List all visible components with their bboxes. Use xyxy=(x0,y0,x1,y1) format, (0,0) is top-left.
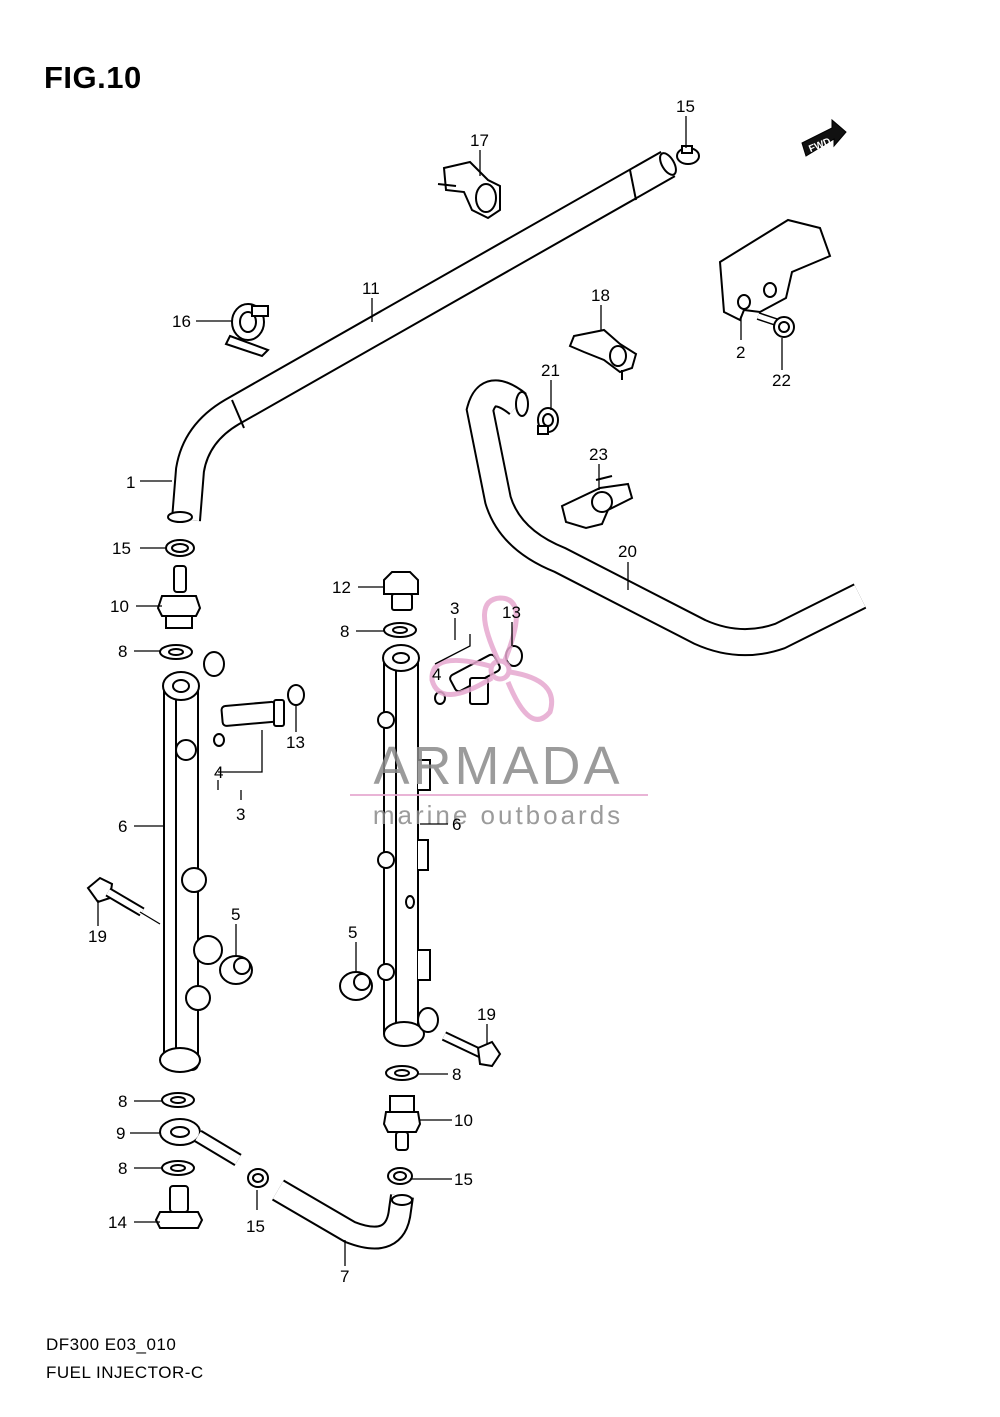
propeller-logo-icon xyxy=(429,595,554,722)
gasket-8-upper-left xyxy=(159,644,193,660)
banjo-fitting-9 xyxy=(159,1118,242,1167)
callout-10-lower: 10 xyxy=(454,1111,473,1130)
gasket-8-lower-left-1 xyxy=(161,1092,195,1108)
callout-7: 7 xyxy=(340,1267,349,1286)
fuel-rail-right xyxy=(377,644,439,1047)
callout-20: 20 xyxy=(618,542,637,561)
fuel-rail-left xyxy=(159,651,225,1073)
grommet-5-right xyxy=(339,971,373,1001)
plug-bolt-12 xyxy=(383,571,419,611)
leader-lines xyxy=(97,116,783,1266)
callout-15-lower-right: 15 xyxy=(454,1170,473,1189)
bolt-22 xyxy=(756,312,795,338)
callout-17: 17 xyxy=(470,131,489,150)
gasket-8-lower-left-2 xyxy=(161,1160,195,1176)
fuel-hose-20 xyxy=(465,379,867,657)
gasket-8-lower-right xyxy=(385,1065,419,1081)
fuel-hose-main xyxy=(167,150,677,523)
hose-clip-15-lower-left xyxy=(247,1168,269,1188)
armada-watermark: ARMADA marine outboards xyxy=(350,595,648,830)
callout-2: 2 xyxy=(736,343,745,362)
hose-bracket-2 xyxy=(718,218,832,322)
watermark-brand: ARMADA xyxy=(373,736,622,796)
callout-10-upper: 10 xyxy=(110,597,129,616)
bolt-19-right xyxy=(441,1031,502,1068)
hose-clamp-17 xyxy=(437,160,501,220)
callout-22: 22 xyxy=(772,371,791,390)
callout-labels: 1 2 3 3 4 4 5 5 6 6 7 8 8 8 8 8 9 10 10 … xyxy=(88,97,791,1286)
callout-18: 18 xyxy=(591,286,610,305)
callout-9: 9 xyxy=(116,1124,125,1143)
callout-13-left: 13 xyxy=(286,733,305,752)
gasket-8-upper-right xyxy=(383,622,417,638)
callout-4-right: 4 xyxy=(432,665,441,684)
callout-8-lower-right: 8 xyxy=(452,1065,461,1084)
fwd-direction-badge: FWD xyxy=(801,118,847,157)
bolt-19-left xyxy=(86,876,145,917)
fitting-10-lower xyxy=(382,1095,422,1151)
figure-title: FIG.10 xyxy=(44,60,142,95)
part-group-name: FUEL INJECTOR-C xyxy=(46,1363,204,1382)
callout-8-upper-right: 8 xyxy=(340,622,349,641)
hose-clamp-23 xyxy=(560,475,634,530)
callout-3-left: 3 xyxy=(236,805,245,824)
callout-6-right: 6 xyxy=(452,815,461,834)
fuel-injector-left xyxy=(213,684,305,747)
fuel-hose-7 xyxy=(271,1179,414,1250)
callout-1: 1 xyxy=(126,473,135,492)
grommet-5-left xyxy=(219,955,253,985)
hose-clamp-16 xyxy=(224,303,270,358)
callout-8-lower-left-2: 8 xyxy=(118,1159,127,1178)
callout-12: 12 xyxy=(332,578,351,597)
callout-13-right: 13 xyxy=(502,603,521,622)
callout-5-right: 5 xyxy=(348,923,357,942)
hose-clamp-18 xyxy=(568,328,638,380)
fitting-10-upper xyxy=(156,565,202,629)
callout-3-right: 3 xyxy=(450,599,459,618)
callout-16: 16 xyxy=(172,312,191,331)
hose-clip-15-top xyxy=(676,145,700,165)
callout-15-lower-left: 15 xyxy=(246,1217,265,1236)
watermark-tagline: marine outboards xyxy=(373,800,623,830)
callout-15-left: 15 xyxy=(112,539,131,558)
callout-6-left: 6 xyxy=(118,817,127,836)
callout-8-lower-left-1: 8 xyxy=(118,1092,127,1111)
banjo-bolt-14 xyxy=(154,1185,204,1229)
hose-clip-15-lower-right xyxy=(387,1167,413,1185)
hose-clip-21 xyxy=(537,407,559,435)
callout-19-right: 19 xyxy=(477,1005,496,1024)
callout-5-left: 5 xyxy=(231,905,240,924)
callout-21: 21 xyxy=(541,361,560,380)
callout-23: 23 xyxy=(589,445,608,464)
hose-clip-15-left xyxy=(165,539,195,557)
callout-8-upper-left: 8 xyxy=(118,642,127,661)
callout-15-top: 15 xyxy=(676,97,695,116)
callout-14: 14 xyxy=(108,1213,127,1232)
model-code: DF300 E03_010 xyxy=(46,1335,177,1354)
callout-11: 11 xyxy=(362,279,380,298)
callout-4-left: 4 xyxy=(214,763,223,782)
callout-19-left: 19 xyxy=(88,927,107,946)
